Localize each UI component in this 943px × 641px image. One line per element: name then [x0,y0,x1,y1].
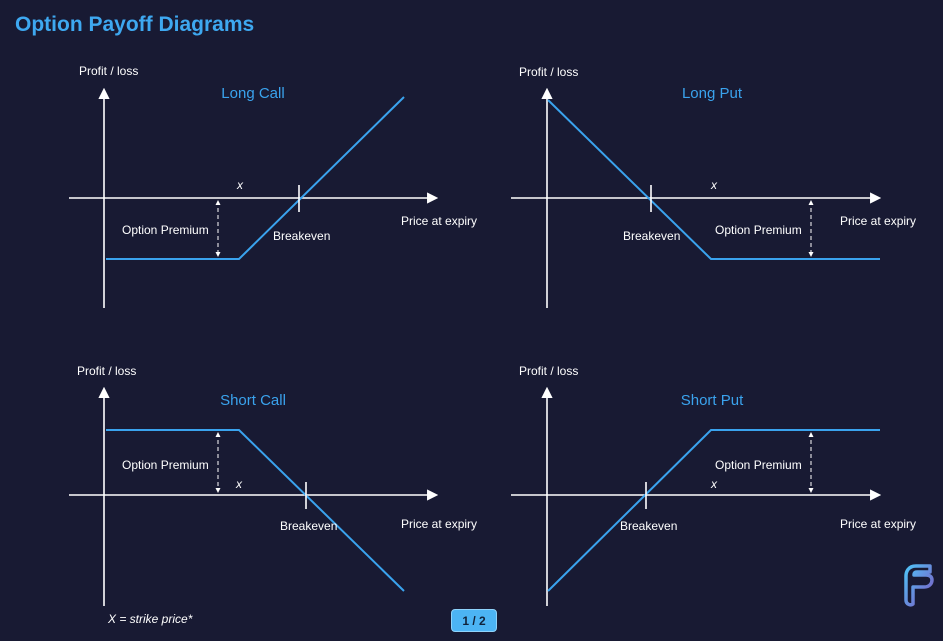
diagram-title: Short Call [220,392,286,409]
payoff-line [106,429,405,592]
y-axis-label: Profit / loss [77,364,136,378]
payoff-line [547,429,880,592]
diagram-title: Long Put [682,85,743,102]
payoff-line [547,99,880,260]
strike-label: x [710,178,718,192]
page-title: Option Payoff Diagrams [15,13,255,36]
y-axis-label: Profit / loss [519,364,578,378]
premium-label: Option Premium [122,223,209,237]
strike-price-footnote: X = strike price* [108,612,193,626]
diagram-long-put: Profit / loss Long Put x Option Premium … [511,65,916,308]
breakeven-label: Breakeven [280,519,337,533]
x-axis-label: Price at expiry [401,517,477,531]
brand-logo-icon [904,564,934,607]
premium-label: Option Premium [715,458,802,472]
breakeven-label: Breakeven [620,519,677,533]
strike-label: x [236,178,244,192]
x-axis-label: Price at expiry [401,214,477,228]
strike-label: x [710,477,718,491]
diagram-title: Short Put [681,392,744,409]
x-axis-label: Price at expiry [840,517,916,531]
strike-label: x [235,477,243,491]
payoff-line [106,96,405,260]
diagram-long-call: Profit / loss Long Call x Option Premium… [69,64,477,308]
premium-label: Option Premium [122,458,209,472]
diagram-short-call: Profit / loss Short Call x Option Premiu… [69,364,477,606]
premium-label: Option Premium [715,223,802,237]
y-axis-label: Profit / loss [79,64,138,78]
breakeven-label: Breakeven [623,229,680,243]
breakeven-label: Breakeven [273,229,330,243]
page-indicator-button[interactable]: 1 / 2 [451,609,497,632]
diagram-title: Long Call [221,85,284,102]
x-axis-label: Price at expiry [840,214,916,228]
diagram-short-put: Profit / loss Short Put x Option Premium… [511,364,916,606]
y-axis-label: Profit / loss [519,65,578,79]
